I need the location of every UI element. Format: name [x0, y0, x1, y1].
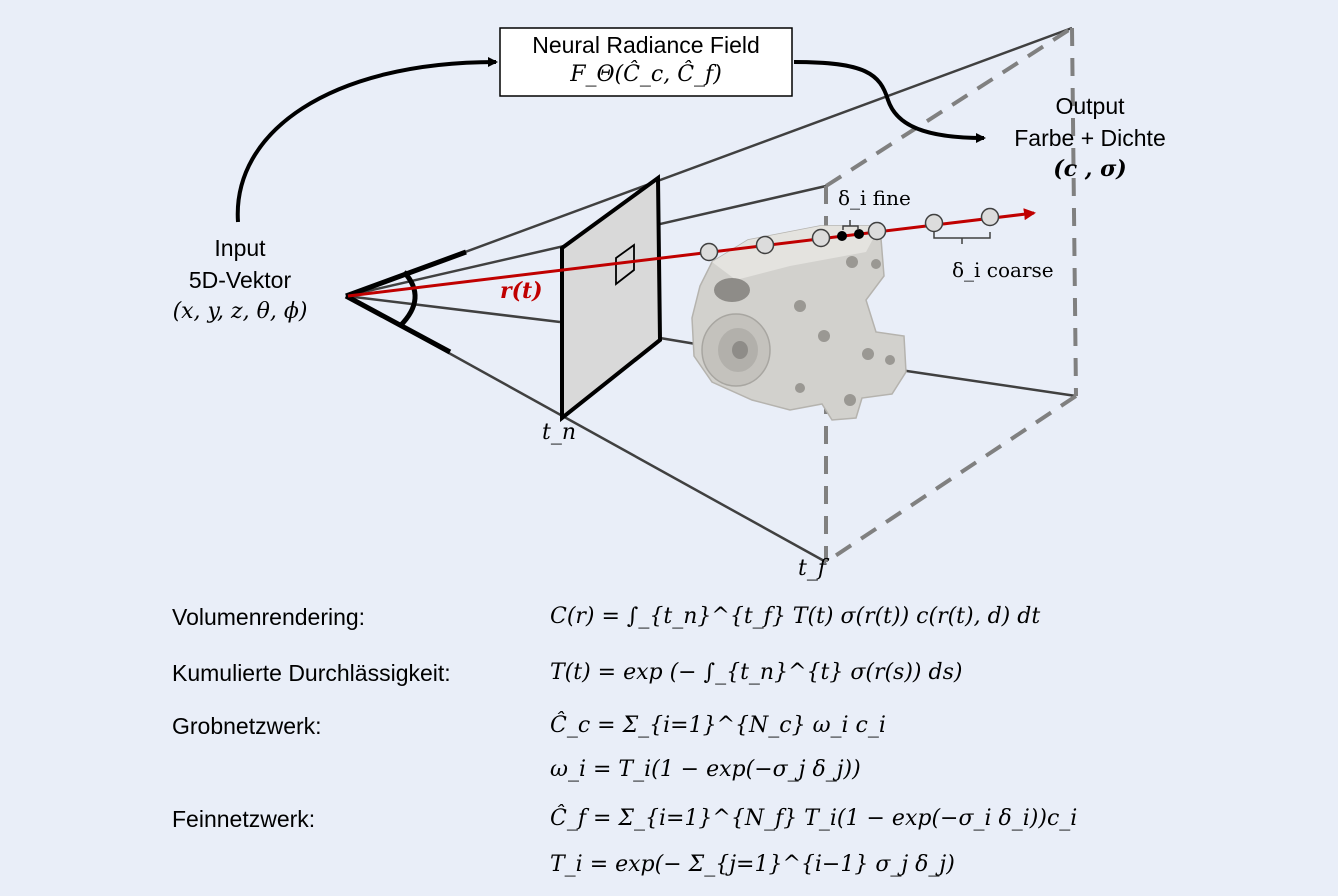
eq-formula-grobnetzwerk: Ĉ_c = Σ_{i=1}^{N_c} ω_i c_i [550, 713, 886, 738]
input-arrow [235, 57, 498, 223]
eq-formula-grob-weight: ω_i = T_i(1 − exp(−σ_j δ_j)) [550, 757, 861, 782]
input-subtitle: 5D-Vektor [188, 267, 292, 293]
coarse-brace [933, 232, 991, 244]
eq-label-volumenrendering: Volumenrendering: [172, 604, 366, 630]
coarse-sample [811, 228, 831, 248]
coarse-sample [924, 213, 944, 233]
far-label: t_f [798, 556, 826, 581]
eq-label-durchlaessigkeit: Kumulierte Durchlässigkeit: [172, 660, 451, 686]
input-title: Input [214, 235, 266, 261]
nerf-box-formula: F_Θ(Ĉ_c, Ĉ_f) [570, 62, 722, 87]
eq-label-feinnetzwerk: Feinnetzwerk: [172, 806, 316, 832]
coarse-sample [755, 235, 775, 255]
fine-label: δ_i fine [838, 186, 911, 210]
near-label: t_n [542, 420, 577, 445]
eq-formula-feinnetzwerk: Ĉ_f = Σ_{i=1}^{N_f} T_i(1 − exp(−σ_i δ_i… [550, 806, 1078, 831]
pixel-square [615, 243, 635, 286]
output-title: Output [1055, 93, 1125, 119]
camera-icon [344, 249, 467, 355]
coarse-sample [699, 242, 719, 262]
eq-formula-durchlaessigkeit: T(t) = exp (− ∫_{t_n}^{t} σ(r(s)) ds) [550, 660, 963, 685]
fine-sample [854, 229, 864, 239]
eq-formula-fein-transmittance: T_i = exp(− Σ_{j=1}^{i−1} σ_j δ_j) [550, 852, 955, 877]
fine-samples [837, 229, 864, 241]
nerf-box [499, 27, 793, 97]
output-subtitle: Farbe + Dichte [1014, 125, 1166, 151]
ray-label: r(t) [500, 278, 543, 304]
coarse-sample [980, 207, 1000, 227]
output-arrow [793, 60, 986, 143]
ray-line [347, 208, 1036, 298]
eq-formula-volumenrendering: C(r) = ∫_{t_n}^{t_f} T(t) σ(r(t)) c(r(t)… [550, 604, 1041, 629]
eq-label-grobnetzwerk: Grobnetzwerk: [172, 713, 322, 739]
near-plane [560, 174, 663, 423]
sample-points [699, 207, 1000, 262]
input-vars: (x, y, z, θ, ϕ) [172, 299, 308, 324]
nerf-box-title: Neural Radiance Field [532, 32, 760, 58]
fine-sample [837, 231, 847, 241]
object-image [691, 225, 907, 421]
output-vars: (c , σ) [1053, 156, 1127, 182]
fine-brace [842, 220, 859, 230]
coarse-sample [867, 221, 887, 241]
coarse-label: δ_i coarse [952, 258, 1054, 282]
